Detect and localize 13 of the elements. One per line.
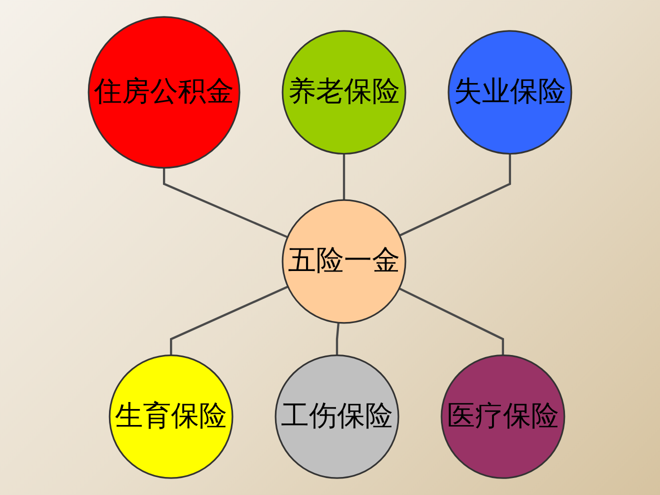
node-circle: 五险一金 <box>282 199 406 324</box>
node-circle: 生育保险 <box>108 354 234 479</box>
connector <box>398 287 504 356</box>
connector <box>336 322 340 356</box>
node-circle: 住房公积金 <box>88 16 240 169</box>
connector <box>162 168 288 238</box>
connector <box>399 154 512 236</box>
connector <box>342 154 346 200</box>
node-circle: 失业保险 <box>448 30 572 155</box>
node-circle: 工伤保险 <box>274 354 400 479</box>
node-circle: 养老保险 <box>282 30 406 155</box>
connector <box>170 286 288 356</box>
node-circle: 医疗保险 <box>440 354 566 479</box>
